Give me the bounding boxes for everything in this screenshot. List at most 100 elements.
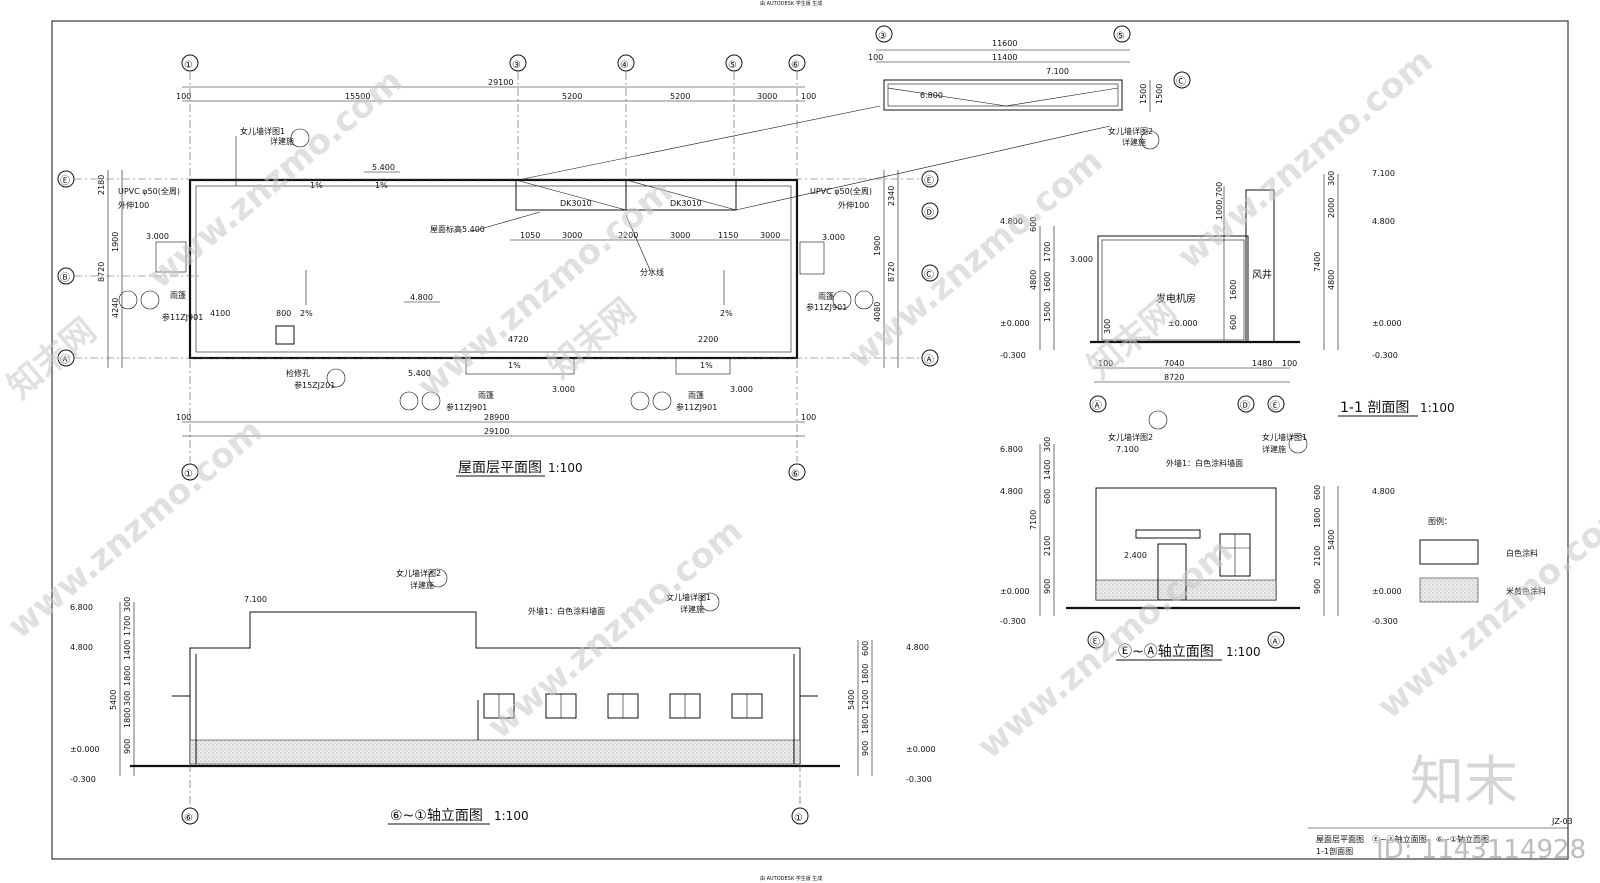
svg-text:屋面层平面图: 屋面层平面图 — [1316, 835, 1364, 844]
elevation-6-1: 7.100 女儿墙详图2 详建施 外墙1：白色涂料墙面 女儿墙详图1 详建施 6… — [70, 568, 936, 825]
svg-text:Ⓔ: Ⓔ — [1090, 636, 1100, 648]
svg-text:4.800: 4.800 — [1372, 217, 1395, 226]
svg-text:29100: 29100 — [488, 78, 513, 87]
logo-watermark: 知末 — [1410, 750, 1518, 813]
svg-text:DK3010: DK3010 — [560, 199, 592, 208]
svg-text:3.000: 3.000 — [552, 385, 575, 394]
svg-text:Ⓔ: Ⓔ — [924, 175, 934, 187]
svg-text:2340: 2340 — [887, 186, 896, 206]
svg-text:女儿墙详图2: 女儿墙详图2 — [396, 568, 441, 578]
svg-text:4.800: 4.800 — [70, 643, 93, 652]
elevation-e-a: 2.400 女儿墙详图2 7.100 外墙1：白色涂料墙面 女儿墙详图1 详建施… — [1000, 410, 1402, 661]
svg-text:雨篷: 雨篷 — [170, 290, 186, 300]
svg-text:600: 600 — [1313, 485, 1322, 500]
svg-text:米黄色涂料: 米黄色涂料 — [1506, 586, 1546, 596]
svg-text:Ⓔ~Ⓐ轴立面图: Ⓔ~Ⓐ轴立面图 — [1118, 644, 1214, 660]
svg-text:-0.300: -0.300 — [1372, 351, 1398, 360]
svg-text:100: 100 — [801, 92, 816, 101]
svg-text:Ⓐ: Ⓐ — [1270, 636, 1280, 648]
svg-text:外伸100: 外伸100 — [838, 200, 869, 210]
svg-text:2200: 2200 — [698, 335, 718, 344]
svg-text:www.znzmo.com: www.znzmo.com — [0, 411, 270, 647]
svg-text:1%: 1% — [375, 181, 388, 190]
svg-text:4800: 4800 — [1327, 270, 1336, 290]
svg-text:www.znzmo.com: www.znzmo.com — [1370, 491, 1600, 727]
axis-bubble-top-6: ⑥ — [788, 54, 806, 72]
svg-text:7.100: 7.100 — [1116, 445, 1139, 454]
svg-text:1500: 1500 — [1139, 84, 1148, 104]
svg-text:900: 900 — [123, 739, 132, 754]
svg-text:发电机房: 发电机房 — [1156, 292, 1196, 305]
svg-text:1000,700: 1000,700 — [1215, 182, 1224, 220]
svg-text:雨篷: 雨篷 — [478, 390, 494, 400]
svg-text:⑥: ⑥ — [791, 469, 800, 480]
svg-text:Ⓒ: Ⓒ — [924, 269, 934, 281]
svg-text:7040: 7040 — [1164, 359, 1184, 368]
svg-text:www.znzmo.com: www.znzmo.com — [1170, 41, 1440, 277]
svg-text:1800: 1800 — [123, 666, 132, 686]
svg-text:11600: 11600 — [992, 39, 1017, 48]
svg-text:1-1剖面图: 1-1剖面图 — [1316, 846, 1353, 856]
svg-text:29100: 29100 — [484, 427, 509, 436]
svg-text:100: 100 — [801, 413, 816, 422]
svg-text:1480: 1480 — [1252, 359, 1272, 368]
svg-text:7.100: 7.100 — [1046, 67, 1069, 76]
svg-text:7.100: 7.100 — [1372, 169, 1395, 178]
svg-text:参11ZJ901: 参11ZJ901 — [676, 402, 717, 412]
svg-text:检修孔: 检修孔 — [286, 368, 310, 378]
svg-text:①: ① — [184, 60, 193, 71]
svg-text:3.000: 3.000 — [1070, 255, 1093, 264]
svg-text:③: ③ — [878, 31, 887, 42]
roof-plan-title: 屋面层平面图 — [458, 460, 542, 476]
svg-text:1400: 1400 — [1043, 460, 1052, 480]
svg-text:11400: 11400 — [992, 53, 1017, 62]
svg-text:3000: 3000 — [670, 231, 690, 240]
svg-text:①: ① — [184, 469, 193, 480]
svg-text:300: 300 — [1103, 319, 1112, 334]
svg-text:±0.000: ±0.000 — [1000, 587, 1030, 596]
svg-text:6.800: 6.800 — [920, 91, 943, 100]
svg-text:5.400: 5.400 — [372, 163, 395, 172]
svg-text:UPVC φ50(全周): UPVC φ50(全周) — [810, 186, 872, 196]
svg-text:600: 600 — [1229, 315, 1238, 330]
svg-text:4.800: 4.800 — [1372, 487, 1395, 496]
svg-text:1500: 1500 — [1043, 302, 1052, 322]
svg-text:www.znzmo.com: www.znzmo.com — [480, 511, 750, 747]
svg-text:③: ③ — [512, 60, 521, 71]
svg-text:300: 300 — [123, 691, 132, 706]
svg-text:1700: 1700 — [1043, 242, 1052, 262]
svg-text:8720: 8720 — [97, 262, 106, 282]
svg-text:外伸100: 外伸100 — [118, 200, 149, 210]
svg-text:4100: 4100 — [210, 309, 230, 318]
axis-bubble-right-a: Ⓐ — [921, 349, 939, 367]
svg-text:5200: 5200 — [562, 92, 582, 101]
svg-text:4.800: 4.800 — [1000, 487, 1023, 496]
axis-bubble-top-1: ① — [181, 54, 199, 72]
svg-text:参15ZJ201: 参15ZJ201 — [294, 380, 335, 390]
svg-text:Ⓑ: Ⓑ — [60, 272, 70, 284]
svg-text:2100: 2100 — [1043, 536, 1052, 556]
footer-small: 由 AUTODESK 学生版 生成 — [760, 875, 822, 882]
svg-text:⑥: ⑥ — [791, 60, 800, 71]
svg-text:3.000: 3.000 — [822, 233, 845, 242]
svg-text:风井: 风井 — [1252, 268, 1272, 281]
svg-text:6.800: 6.800 — [1000, 445, 1023, 454]
svg-text:UPVC φ50(全周): UPVC φ50(全周) — [118, 186, 180, 196]
axis-bubble-bottom-1: ① — [181, 463, 199, 481]
svg-text:2000: 2000 — [1327, 198, 1336, 218]
svg-text:-0.300: -0.300 — [906, 775, 932, 784]
svg-text:2%: 2% — [300, 309, 313, 318]
svg-text:1800: 1800 — [1313, 508, 1322, 528]
svg-text:2%: 2% — [720, 309, 733, 318]
svg-text:900: 900 — [861, 741, 870, 756]
svg-text:女儿墙详图1: 女儿墙详图1 — [240, 126, 285, 136]
svg-text:-0.300: -0.300 — [70, 775, 96, 784]
svg-text:7100: 7100 — [1029, 510, 1038, 530]
svg-text:800: 800 — [276, 309, 291, 318]
svg-text:1200: 1200 — [861, 690, 870, 710]
svg-text:4240: 4240 — [111, 298, 120, 318]
svg-text:100: 100 — [176, 413, 191, 422]
svg-text:⑥~①轴立面图: ⑥~①轴立面图 — [390, 808, 483, 824]
svg-text:7400: 7400 — [1313, 252, 1322, 272]
